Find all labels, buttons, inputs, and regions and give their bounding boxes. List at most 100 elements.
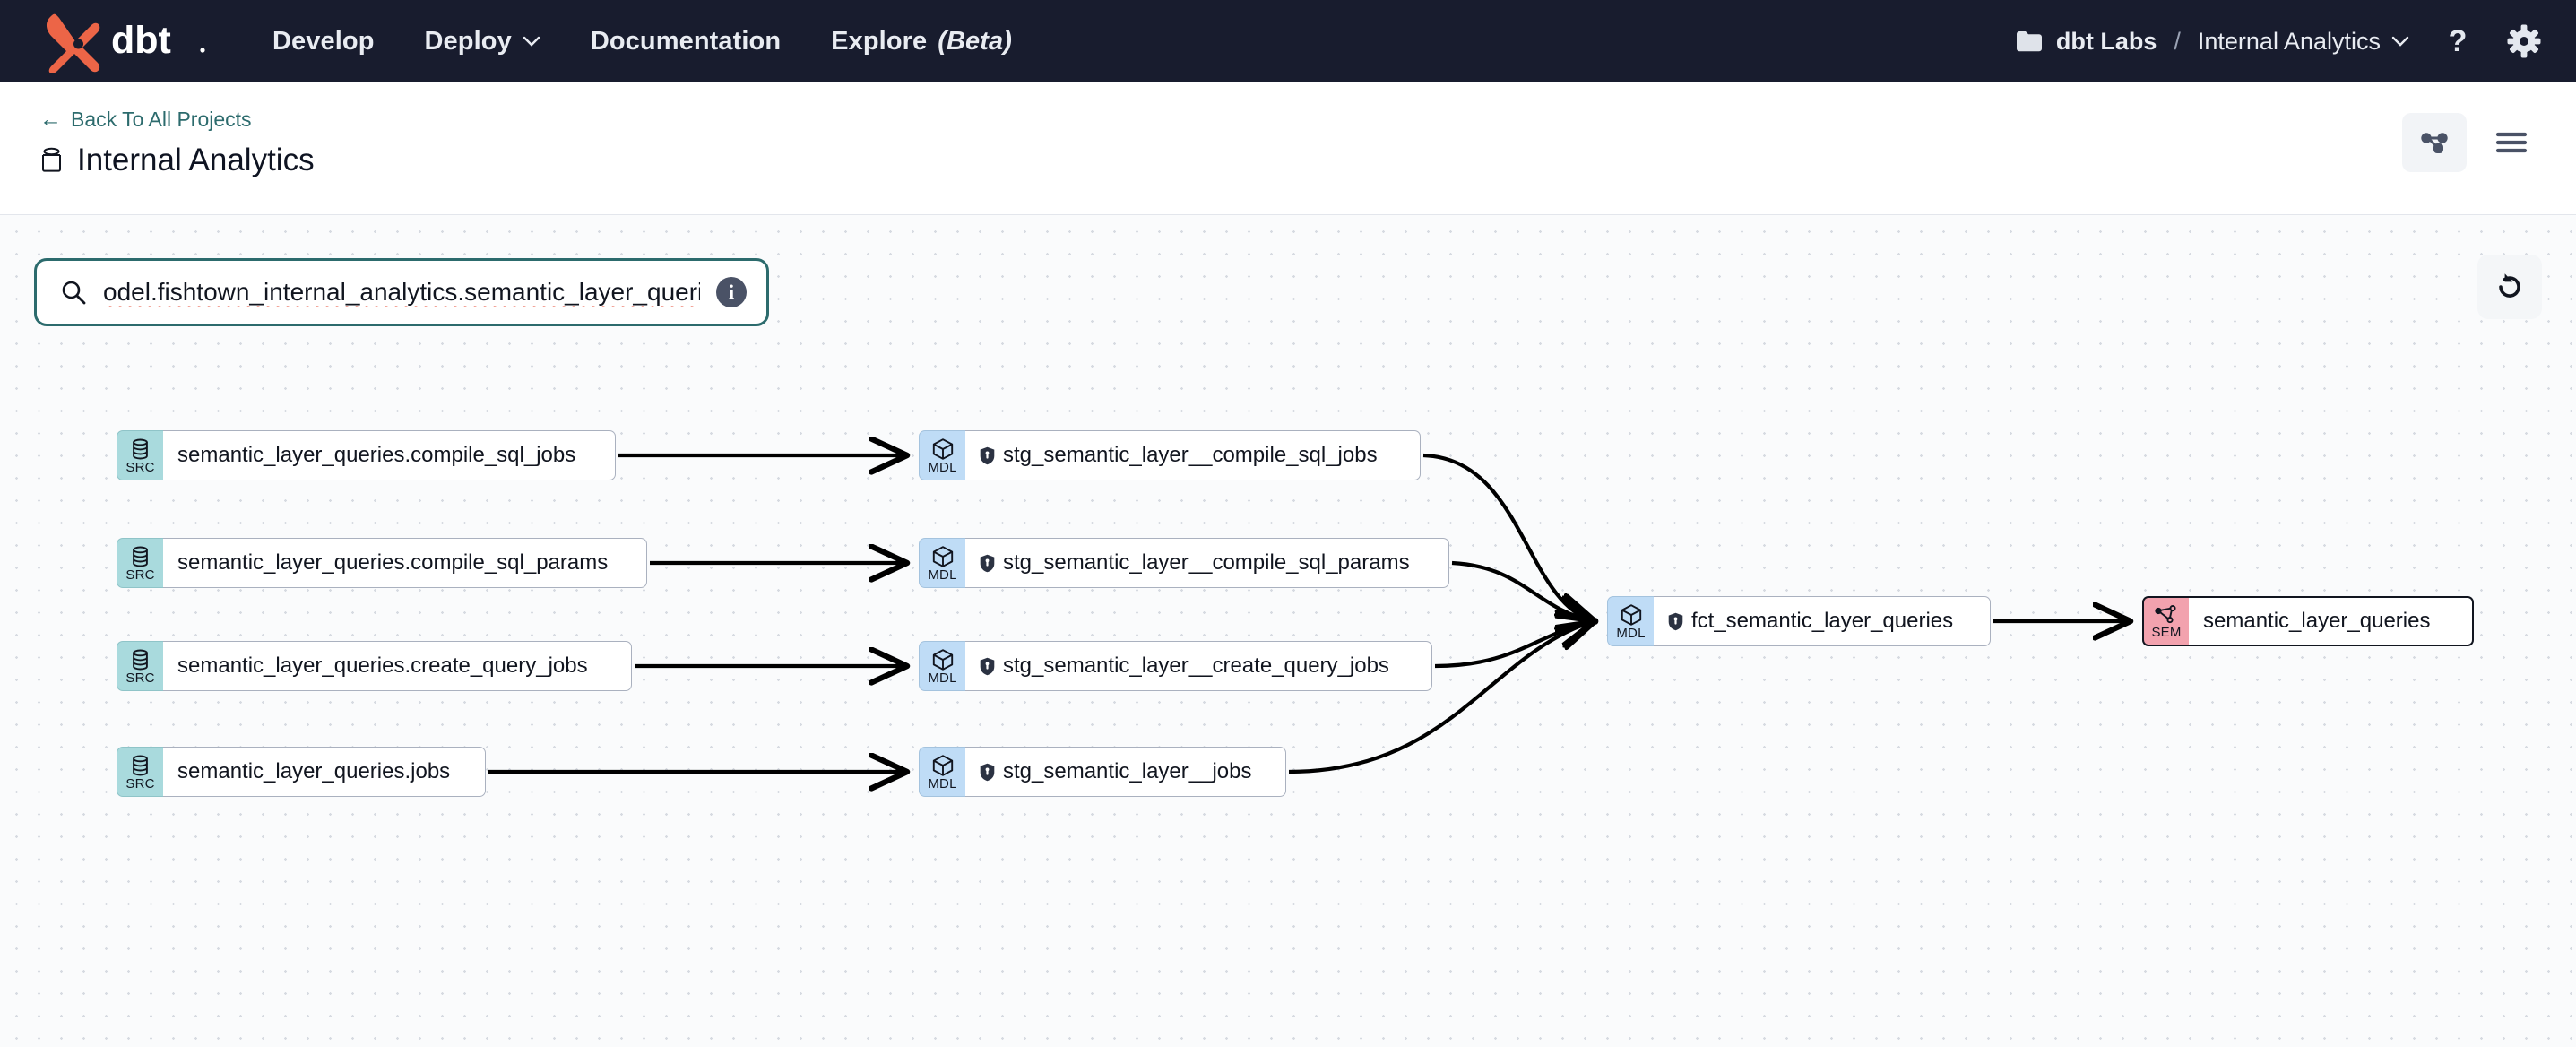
node-body[interactable]: stg_semantic_layer__create_query_jobs xyxy=(965,641,1432,691)
node-body[interactable]: semantic_layer_queries.compile_sql_param… xyxy=(163,538,647,588)
primary-nav-links: Develop Deploy Documentation Explore (Be… xyxy=(272,27,1012,56)
node-type-badge-label: SRC xyxy=(125,775,155,792)
back-arrow-icon: ← xyxy=(39,107,62,132)
cube-icon xyxy=(1621,604,1641,626)
shield-icon xyxy=(1668,612,1683,630)
org-project-breadcrumb: dbt Labs / Internal Analytics xyxy=(2016,28,2409,56)
graph-node-mdl3[interactable]: MDL stg_semantic_layer__create_query_jobs xyxy=(919,641,1432,691)
node-body[interactable]: stg_semantic_layer__compile_sql_jobs xyxy=(965,430,1421,480)
nav-link-develop-label: Develop xyxy=(272,26,375,56)
node-label: semantic_layer_queries.create_query_jobs xyxy=(177,653,588,678)
graph-node-src1[interactable]: SRC semantic_layer_queries.compile_sql_jo… xyxy=(117,430,616,480)
graph-node-mdl2[interactable]: MDL stg_semantic_layer__compile_sql_param… xyxy=(919,538,1449,588)
hamburger-menu-icon xyxy=(2495,132,2528,153)
search-input[interactable]: odel.fishtown_internal_analytics.semanti… xyxy=(103,278,700,306)
project-selector[interactable]: Internal Analytics xyxy=(2198,28,2409,56)
node-label: fct_semantic_layer_queries xyxy=(1691,609,1954,633)
node-type-badge-mdl: MDL xyxy=(919,747,965,797)
nav-link-explore-label: Explore xyxy=(831,26,928,56)
nav-link-documentation[interactable]: Documentation xyxy=(591,27,781,56)
chevron-down-icon xyxy=(2391,36,2409,47)
node-label: semantic_layer_queries.jobs xyxy=(177,759,451,783)
graph-node-sem[interactable]: SEM semantic_layer_queries xyxy=(2142,596,2474,646)
node-body[interactable]: semantic_layer_queries.jobs xyxy=(163,747,486,797)
node-type-badge-label: MDL xyxy=(928,671,957,687)
node-type-badge-mdl: MDL xyxy=(1607,596,1654,646)
dbt-logo-mark xyxy=(47,13,100,73)
nav-link-explore[interactable]: Explore (Beta) xyxy=(831,27,1012,56)
cube-icon xyxy=(932,438,953,460)
graph-node-mdl4[interactable]: MDL stg_semantic_layer__jobs xyxy=(919,747,1286,797)
graph-node-src4[interactable]: SRC semantic_layer_queries.jobs xyxy=(117,747,486,797)
database-cylinder-icon xyxy=(133,649,148,671)
node-body[interactable]: stg_semantic_layer__jobs xyxy=(965,747,1286,797)
menu-button[interactable] xyxy=(2486,113,2537,172)
graph-node-src3[interactable]: SRC semantic_layer_queries.create_query_j… xyxy=(117,641,632,691)
back-to-all-projects-link[interactable]: ← Back To All Projects xyxy=(39,108,315,132)
reset-icon xyxy=(2499,273,2520,298)
node-type-badge-src: SRC xyxy=(117,538,163,588)
page-title: Internal Analytics xyxy=(39,143,315,178)
dbt-logo[interactable]: dbt xyxy=(41,10,217,73)
shield-icon xyxy=(980,763,995,781)
node-body[interactable]: stg_semantic_layer__compile_sql_params xyxy=(965,538,1449,588)
cube-icon xyxy=(932,755,953,776)
database-cylinder-icon xyxy=(133,546,148,567)
lineage-canvas[interactable]: odel.fishtown_internal_analytics.semanti… xyxy=(0,215,2576,1047)
node-body[interactable]: semantic_layer_queries xyxy=(2189,596,2474,646)
node-label: stg_semantic_layer__compile_sql_params xyxy=(1003,550,1410,575)
database-cylinder-icon xyxy=(133,755,148,776)
lineage-graph-icon xyxy=(2421,133,2448,153)
node-type-badge-src: SRC xyxy=(117,747,163,797)
settings-button[interactable] xyxy=(2506,23,2542,59)
nav-link-documentation-label: Documentation xyxy=(590,26,782,56)
nav-link-deploy[interactable]: Deploy xyxy=(425,27,540,56)
node-label: semantic_layer_queries.compile_sql_param… xyxy=(177,550,609,575)
lineage-view-button[interactable] xyxy=(2402,113,2467,172)
lineage-graph: SRC semantic_layer_queries.compile_sql_jo… xyxy=(0,215,2576,1047)
node-label: stg_semantic_layer__jobs xyxy=(1003,759,1252,783)
info-icon[interactable]: i xyxy=(716,277,747,307)
top-navigation-bar: dbt Develop Deploy Documentation Explore… xyxy=(0,0,2576,82)
project-subheader: ← Back To All Projects Internal Analytic… xyxy=(0,82,2576,215)
nav-right-cluster: dbt Labs / Internal Analytics ? xyxy=(2016,23,2542,59)
shield-icon xyxy=(980,446,995,464)
page-title-label: Internal Analytics xyxy=(77,143,315,177)
search-icon xyxy=(62,281,86,305)
node-type-badge-label: SRC xyxy=(125,459,155,475)
shield-icon xyxy=(980,554,995,572)
nav-link-deploy-label: Deploy xyxy=(424,26,512,56)
node-type-badge-sem: SEM xyxy=(2142,596,2189,646)
node-type-badge-src: SRC xyxy=(117,641,163,691)
node-body[interactable]: fct_semantic_layer_queries xyxy=(1654,596,1991,646)
breadcrumb-separator: / xyxy=(2174,27,2181,55)
node-type-badge-label: MDL xyxy=(928,567,957,584)
database-cylinder-icon xyxy=(133,438,148,460)
svg-text:dbt: dbt xyxy=(111,20,171,62)
nav-link-develop[interactable]: Develop xyxy=(272,27,375,56)
reset-view-button[interactable] xyxy=(2477,255,2542,319)
node-search-box[interactable]: odel.fishtown_internal_analytics.semanti… xyxy=(34,258,769,326)
question-mark-icon: ? xyxy=(2449,24,2468,58)
project-selector-label: Internal Analytics xyxy=(2197,27,2381,55)
node-body[interactable]: semantic_layer_queries.compile_sql_jobs xyxy=(163,430,616,480)
back-to-all-projects-label: Back To All Projects xyxy=(71,108,252,131)
node-type-badge-label: SRC xyxy=(125,567,155,583)
graph-node-src2[interactable]: SRC semantic_layer_queries.compile_sql_pa… xyxy=(117,538,647,588)
node-label: semantic_layer_queries xyxy=(2203,609,2431,633)
org-name[interactable]: dbt Labs xyxy=(2055,27,2157,55)
help-button[interactable]: ? xyxy=(2440,23,2476,59)
node-label: semantic_layer_queries.compile_sql_jobs xyxy=(177,443,576,467)
node-body[interactable]: semantic_layer_queries.create_query_jobs xyxy=(163,641,632,691)
gear-icon xyxy=(2507,24,2541,58)
subheader-left: ← Back To All Projects Internal Analytic… xyxy=(39,99,315,178)
semantic-graph-icon xyxy=(2155,605,2176,624)
svg-text:?: ? xyxy=(2449,24,2468,58)
graph-node-fct[interactable]: MDL fct_semantic_layer_queries xyxy=(1607,596,1991,646)
node-type-badge-mdl: MDL xyxy=(919,538,965,588)
node-label: stg_semantic_layer__create_query_jobs xyxy=(1003,653,1389,678)
node-type-badge-mdl: MDL xyxy=(919,641,965,691)
node-type-badge-label: MDL xyxy=(1616,626,1646,642)
nav-link-explore-beta-tag: (Beta) xyxy=(938,26,1013,56)
